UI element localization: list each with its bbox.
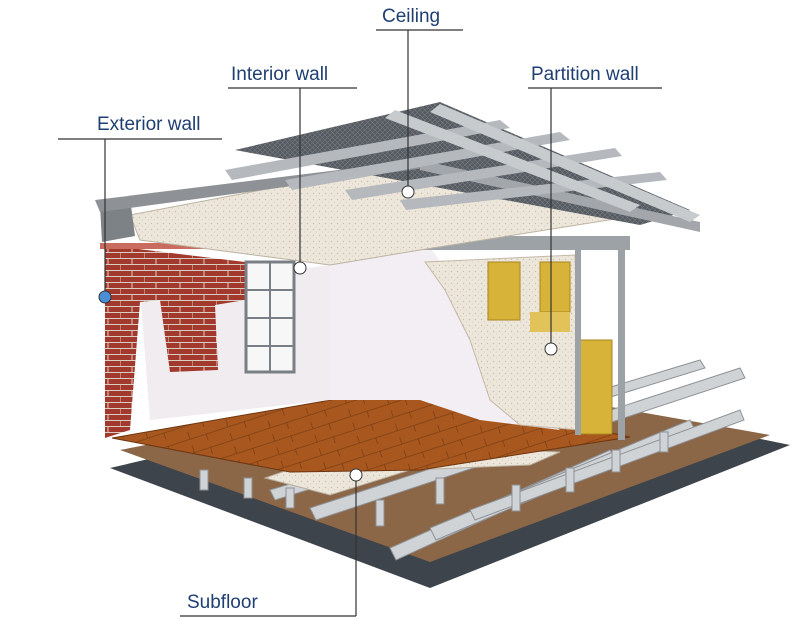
partition-wall-label: Partition wall	[531, 64, 639, 85]
leader-lines	[58, 29, 662, 617]
interior-wall-surface	[330, 235, 560, 430]
exterior-wall-label: Exterior wall	[97, 114, 201, 135]
exterior-brick-wall	[100, 243, 250, 438]
subfloor-label: Subfloor	[187, 592, 258, 613]
ceiling-label: Ceiling	[382, 6, 441, 27]
ceiling-frame	[95, 102, 700, 242]
interior-wall-label: Interior wall	[231, 64, 329, 85]
window	[244, 260, 296, 374]
callout-markers	[98, 185, 558, 482]
insulation	[487, 261, 613, 435]
